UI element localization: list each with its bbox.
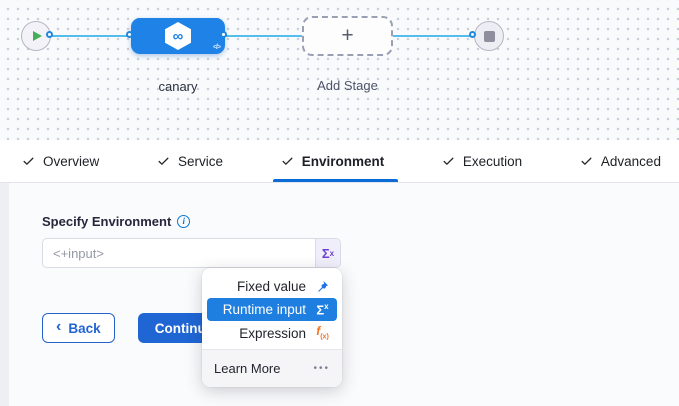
tab-label: Advanced	[600, 153, 661, 169]
pipeline-connector-line	[52, 35, 474, 37]
code-icon: </>	[212, 44, 221, 51]
connector-port[interactable]	[46, 30, 53, 38]
info-icon[interactable]: i	[177, 215, 191, 228]
back-button-label: Back	[68, 320, 101, 336]
stage-tabs: Overview Service Environment Execution A…	[0, 140, 679, 183]
check-icon	[22, 155, 35, 168]
tab-environment[interactable]: Environment	[272, 140, 398, 182]
check-icon	[442, 155, 455, 168]
pipeline-end-node[interactable]	[474, 21, 504, 51]
environment-input[interactable]	[43, 239, 315, 267]
field-label-text: Specify Environment	[42, 214, 172, 229]
connector-port[interactable]	[219, 30, 227, 38]
tab-overview[interactable]: Overview	[18, 140, 103, 182]
continue-button-label: Continue	[154, 320, 214, 336]
add-stage-button[interactable]: +	[302, 16, 393, 56]
option-label: Expression	[239, 325, 306, 341]
tab-service[interactable]: Service	[153, 140, 227, 182]
learn-more-item[interactable]: Learn More •••	[202, 349, 342, 387]
option-label: Runtime input	[222, 302, 306, 317]
check-icon	[157, 155, 170, 168]
option-expression[interactable]: Expression f(x)	[202, 321, 342, 345]
option-runtime-input[interactable]: Runtime input Σx	[207, 298, 337, 321]
check-icon	[580, 155, 593, 168]
stage-name-label: canary	[158, 79, 198, 94]
connector-port[interactable]	[125, 30, 133, 38]
tab-label: Execution	[462, 153, 523, 169]
environment-input-group: Σx	[42, 238, 341, 268]
value-type-dropdown: Fixed value Runtime input Σx Expression …	[202, 268, 342, 387]
tab-advanced[interactable]: Advanced	[576, 140, 665, 182]
pin-icon	[314, 280, 331, 293]
tab-label: Environment	[301, 153, 385, 169]
check-icon	[281, 155, 294, 168]
tab-label: Overview	[43, 153, 100, 169]
plus-icon: +	[341, 23, 354, 47]
panel-edge-strip	[0, 183, 9, 406]
sigma-icon: Σx	[316, 301, 329, 318]
connector-port[interactable]	[468, 30, 476, 38]
tab-label: Service	[177, 153, 223, 169]
canary-deployment-icon: ∞	[165, 22, 191, 50]
value-type-options: Fixed value Runtime input Σx Expression …	[202, 268, 342, 349]
infinity-icon: ∞	[172, 27, 184, 45]
sigma-icon: Σ	[321, 245, 330, 261]
pipeline-canvas[interactable]: ∞ </> + canary Add Stage	[0, 0, 679, 140]
more-options-icon[interactable]: •••	[313, 362, 330, 374]
add-stage-label: Add Stage	[317, 78, 378, 93]
option-label: Fixed value	[236, 278, 306, 294]
fx-icon: f(x)	[316, 324, 329, 341]
learn-more-label: Learn More	[214, 361, 281, 376]
chevron-left-icon: ‹	[56, 318, 62, 335]
stage-node-canary[interactable]: ∞ </>	[131, 18, 225, 54]
option-fixed-value[interactable]: Fixed value	[202, 274, 342, 298]
stop-icon	[483, 30, 495, 42]
back-button[interactable]: ‹ Back	[42, 313, 115, 343]
specify-environment-label: Specify Environment i	[42, 214, 191, 229]
play-icon	[33, 31, 42, 41]
tab-execution[interactable]: Execution	[438, 140, 526, 182]
